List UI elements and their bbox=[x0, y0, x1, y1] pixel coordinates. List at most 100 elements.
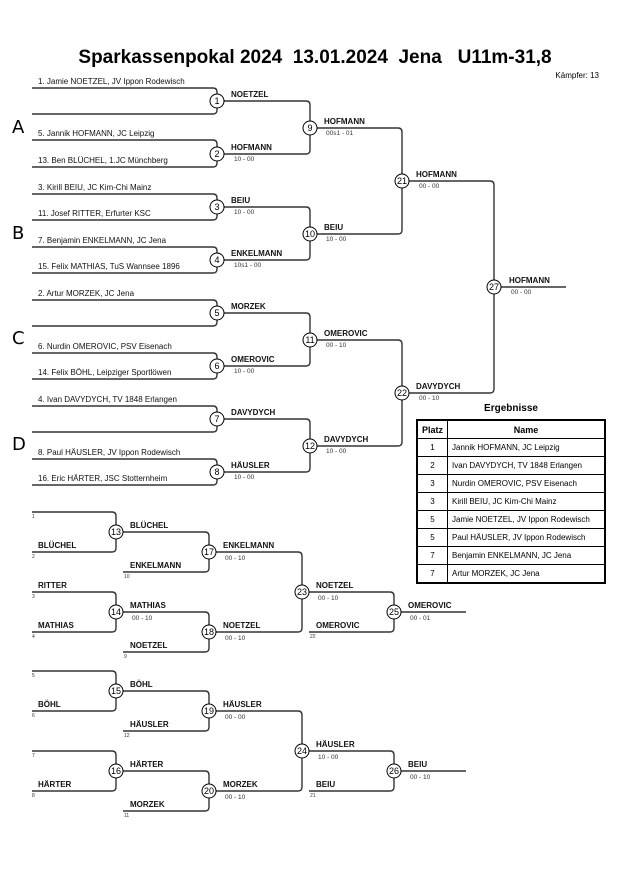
result-name: Jamie NOETZEL, JV Ippon Rodewisch bbox=[447, 510, 606, 529]
match-circle bbox=[201, 544, 217, 560]
match-number: 22 bbox=[397, 388, 407, 398]
match-number: 20 bbox=[204, 786, 214, 796]
match-circle bbox=[108, 763, 124, 779]
results-header-row: Platz Name bbox=[416, 419, 606, 439]
match-number: 18 bbox=[204, 627, 214, 637]
match-score: 00 - 01 bbox=[410, 615, 431, 622]
match-circle bbox=[209, 305, 225, 321]
match-score: 10 - 00 bbox=[318, 754, 339, 761]
result-place: 5 bbox=[416, 510, 449, 529]
repechage-entry: MATHIAS bbox=[38, 621, 75, 630]
match-circle bbox=[394, 173, 410, 189]
page-title: Sparkassenpokal 2024 13.01.2024 Jena U11… bbox=[78, 47, 552, 68]
match-score: 00 - 10 bbox=[132, 615, 153, 622]
match-winner: HÄUSLER bbox=[231, 461, 270, 470]
match-number: 2 bbox=[214, 149, 219, 159]
match-score: 00 - 00 bbox=[419, 183, 440, 190]
match-circle bbox=[394, 385, 410, 401]
seed-number: 2 bbox=[32, 554, 35, 560]
match-number: 8 bbox=[214, 467, 219, 477]
entry-label: 2. Artur MORZEK, JC Jena bbox=[38, 289, 135, 298]
match-number: 25 bbox=[389, 607, 399, 617]
match-winner: DAVYDYCH bbox=[416, 382, 461, 391]
match-number: 23 bbox=[297, 587, 307, 597]
result-name: Kirill BEIU, JC Kim-Chi Mainz bbox=[447, 492, 606, 511]
entry-label: 5. Jannik HOFMANN, JC Leipzig bbox=[38, 129, 154, 138]
match-number: 10 bbox=[305, 229, 315, 239]
match-circle bbox=[486, 279, 502, 295]
match-circle bbox=[302, 332, 318, 348]
bracket-connector bbox=[32, 299, 218, 327]
seed-number: 12 bbox=[124, 733, 130, 739]
match-winner: NOETZEL bbox=[223, 621, 260, 630]
match-circle bbox=[108, 604, 124, 620]
match-score: 10 - 00 bbox=[326, 236, 347, 243]
result-name: Ivan DAVYDYCH, TV 1848 Erlangen bbox=[447, 456, 606, 475]
result-name: Artur MORZEK, JC Jena bbox=[447, 564, 606, 584]
match-circle bbox=[108, 524, 124, 540]
fighters-count: Kämpfer: 13 bbox=[555, 71, 599, 80]
entry-label: 1. Jamie NOETZEL, JV Ippon Rodewisch bbox=[38, 77, 185, 86]
seed-number: 10 bbox=[124, 574, 130, 580]
result-place: 3 bbox=[416, 492, 449, 511]
seed-number: 11 bbox=[124, 813, 129, 819]
match-winner: MORZEK bbox=[223, 780, 258, 789]
match-winner: HOFMANN bbox=[324, 117, 365, 126]
seed-number: 5 bbox=[32, 673, 35, 679]
result-place: 7 bbox=[416, 564, 449, 584]
match-winner: HOFMANN bbox=[416, 170, 457, 179]
result-place: 7 bbox=[416, 546, 449, 565]
entry-label: 13. Ben BLÜCHEL, 1.JC Münchberg bbox=[38, 156, 168, 165]
match-circle bbox=[209, 146, 225, 162]
entry-label: 11. Josef RITTER, Erfurter KSC bbox=[38, 209, 151, 218]
match-winner: BEIU bbox=[324, 223, 343, 232]
entry-label: 7. Benjamin ENKELMANN, JC Jena bbox=[38, 236, 167, 245]
seed-number: 22 bbox=[310, 634, 316, 640]
match-winner: BEIU bbox=[231, 196, 250, 205]
repechage-entry: HÄUSLER bbox=[130, 720, 169, 729]
match-winner: OMEROVIC bbox=[231, 355, 275, 364]
match-number: 3 bbox=[214, 202, 219, 212]
match-winner: DAVYDYCH bbox=[324, 435, 369, 444]
match-winner: ENKELMANN bbox=[223, 541, 274, 550]
match-number: 1 bbox=[214, 96, 219, 106]
repechage-entry: HÄRTER bbox=[38, 780, 72, 789]
match-winner: MATHIAS bbox=[130, 601, 167, 610]
bracket-connector bbox=[317, 339, 403, 447]
entry-label: 16. Eric HÄRTER, JSC Stotternheim bbox=[38, 474, 168, 483]
match-number: 17 bbox=[204, 547, 214, 557]
result-place: 3 bbox=[416, 474, 449, 493]
match-winner: NOETZEL bbox=[231, 90, 268, 99]
match-winner: HOFMANN bbox=[231, 143, 272, 152]
seed-number: 4 bbox=[32, 634, 35, 640]
match-winner: NOETZEL bbox=[316, 581, 353, 590]
match-circle bbox=[209, 199, 225, 215]
match-number: 4 bbox=[214, 255, 219, 265]
match-circle bbox=[201, 783, 217, 799]
match-number: 21 bbox=[397, 176, 407, 186]
results-header-name: Name bbox=[447, 419, 606, 439]
match-score: 00 - 10 bbox=[326, 342, 347, 349]
match-circle bbox=[201, 624, 217, 640]
match-winner: HÄUSLER bbox=[223, 700, 262, 709]
bracket-connector bbox=[409, 180, 495, 394]
pool-label-b: B bbox=[12, 223, 25, 244]
repechage-entry: BÖHL bbox=[38, 700, 61, 709]
match-number: 15 bbox=[111, 686, 121, 696]
match-number: 5 bbox=[214, 308, 219, 318]
match-score: 10 - 00 bbox=[234, 156, 255, 163]
bracket-connector bbox=[216, 710, 303, 792]
match-score: 00 - 00 bbox=[511, 289, 532, 296]
results-title: Ergebnisse bbox=[484, 403, 538, 414]
match-circle bbox=[209, 252, 225, 268]
result-place: 5 bbox=[416, 528, 449, 547]
match-circle bbox=[209, 411, 225, 427]
